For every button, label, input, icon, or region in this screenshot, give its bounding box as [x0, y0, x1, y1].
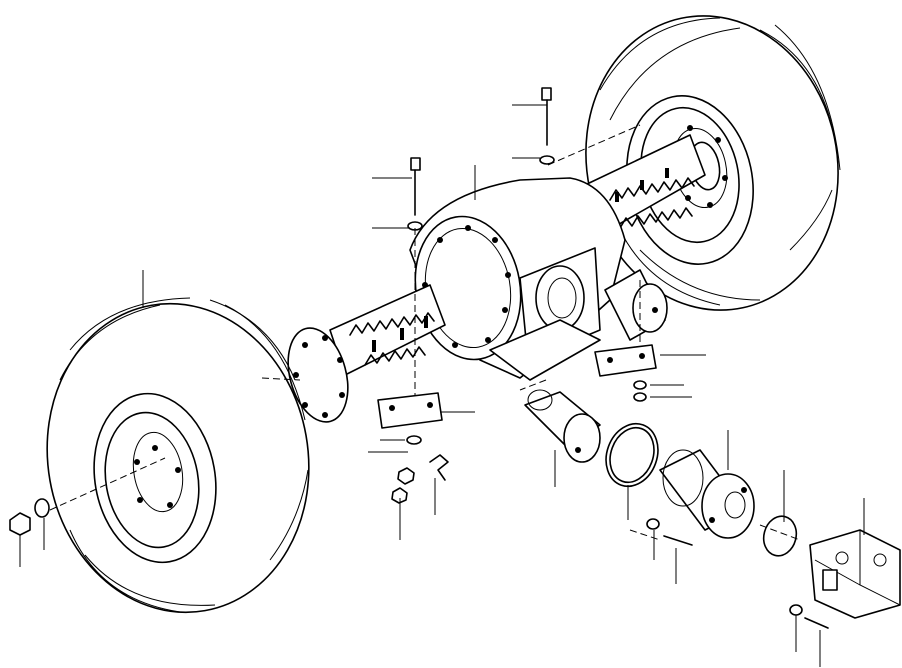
wheel-lug-nut: [9, 512, 31, 536]
o-ring-small: [762, 515, 798, 557]
clip: [429, 454, 449, 481]
differential-housing: [409, 177, 626, 381]
mounting-pad-left: [377, 392, 443, 429]
drive-hub-coupling: [659, 449, 755, 539]
right-cylinder-cap: [604, 269, 668, 341]
axle-bolt-top-right: [539, 87, 555, 165]
callout-leaders: [19, 104, 865, 667]
cap-screw: [646, 518, 829, 629]
wheel-washer: [34, 498, 50, 518]
mounting-pad-right: [594, 344, 657, 377]
pinion-shaft-assembly: [524, 389, 601, 463]
lock-washer: [406, 380, 647, 445]
left-wheel-tire: [46, 297, 310, 614]
assembly-centerlines: [49, 124, 801, 541]
hydraulic-motor-valve-block: [809, 529, 901, 619]
left-axle-tube: [287, 284, 446, 423]
o-ring-large: [605, 422, 659, 488]
axle-bolt-top-left: [407, 157, 423, 231]
hex-nut: [391, 467, 415, 504]
